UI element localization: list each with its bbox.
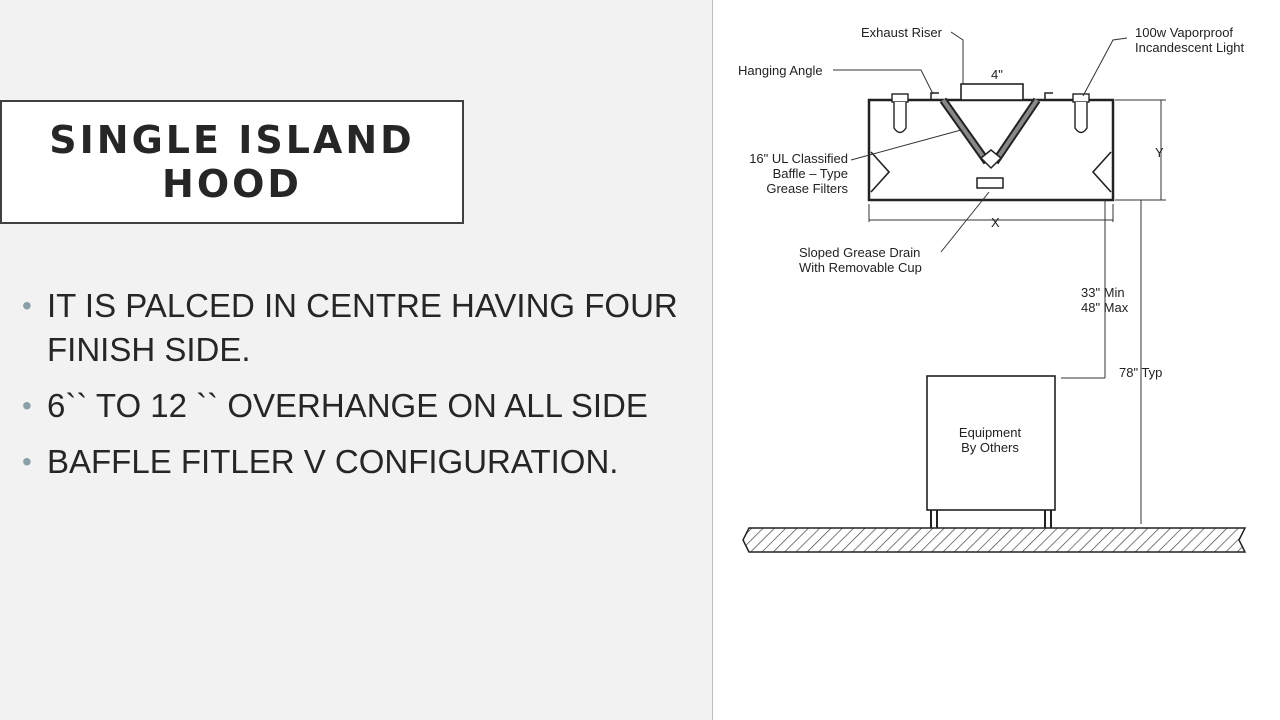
grease-cup	[976, 177, 1004, 189]
height-typ-label: 78" Typ	[1119, 365, 1162, 380]
hood-diagram-panel: Exhaust Riser 100w Vaporproof Incandesce…	[712, 0, 1280, 720]
exhaust-riser-label: Exhaust Riser	[861, 25, 943, 40]
light-fixture-right	[1072, 93, 1090, 134]
equipment-label-line1: Equipment	[959, 425, 1022, 440]
light-label-line1: 100w Vaporproof	[1135, 25, 1233, 40]
clearance-label-line1: 33" Min	[1081, 285, 1125, 300]
filter-label-line1: 16" UL Classified	[749, 151, 848, 166]
side-baffle-right	[1091, 151, 1112, 193]
slide-title: SINGLE ISLAND HOOD	[49, 118, 415, 206]
hanging-angle-right	[1044, 92, 1053, 100]
bullet-item: • BAFFLE FITLER V CONFIGURATION.	[20, 440, 720, 484]
light-label-line2: Incandescent Light	[1135, 40, 1245, 55]
exhaust-riser	[960, 83, 1024, 101]
filter-label-line3: Grease Filters	[766, 181, 848, 196]
bullet-dot-icon: •	[22, 290, 32, 321]
bullet-text: 6`` TO 12 `` OVERHANGE ON ALL SIDE	[47, 387, 648, 424]
hanging-angle-left	[930, 92, 939, 100]
hanging-angle-label: Hanging Angle	[738, 63, 823, 78]
drain-label-line1: Sloped Grease Drain	[799, 245, 920, 260]
clearance-label-line2: 48" Max	[1081, 300, 1129, 315]
bullet-text: IT IS PALCED IN CENTRE HAVING FOUR FINIS…	[47, 287, 678, 368]
title-box: SINGLE ISLAND HOOD	[0, 100, 464, 224]
filter-label-line2: Baffle – Type	[773, 166, 848, 181]
dimension-y-label: Y	[1155, 145, 1164, 160]
light-fixture-left	[891, 93, 909, 134]
bullet-dot-icon: •	[22, 446, 32, 477]
floor-hatch	[742, 527, 1247, 553]
hood-diagram: Exhaust Riser 100w Vaporproof Incandesce…	[738, 25, 1247, 553]
dimension-x-label: X	[991, 215, 1000, 230]
side-baffle-left	[870, 151, 891, 193]
bullet-list: • IT IS PALCED IN CENTRE HAVING FOUR FIN…	[20, 284, 720, 496]
equipment-box	[926, 375, 1056, 528]
bullet-text: BAFFLE FITLER V CONFIGURATION.	[47, 443, 619, 480]
bullet-dot-icon: •	[22, 390, 32, 421]
bullet-item: • IT IS PALCED IN CENTRE HAVING FOUR FIN…	[20, 284, 720, 372]
riser-dimension-label: 4"	[991, 67, 1003, 82]
drain-label-line2: With Removable Cup	[799, 260, 922, 275]
equipment-label-line2: By Others	[961, 440, 1019, 455]
v-baffle-filters	[939, 97, 1041, 170]
bullet-item: • 6`` TO 12 `` OVERHANGE ON ALL SIDE	[20, 384, 720, 428]
